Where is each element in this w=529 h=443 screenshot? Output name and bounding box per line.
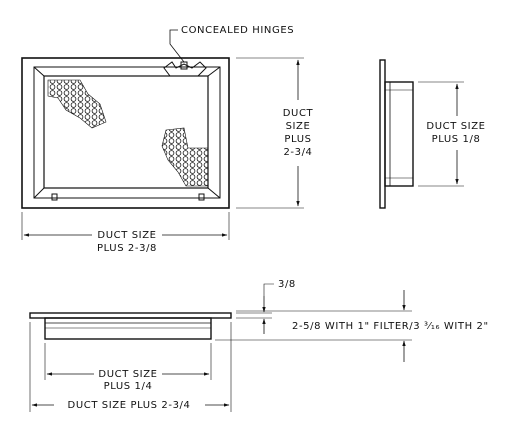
front-height-label-2: SIZE — [286, 121, 311, 132]
inner-width-label-1: DUCT SIZE — [98, 369, 157, 380]
depth-dimension: 2-5/8 WITH 1" FILTER/3 ³⁄₁₆ WITH 2" — [215, 290, 489, 362]
side-view — [379, 59, 414, 209]
flange-dimension: 3/8 — [236, 279, 296, 334]
latch-right — [198, 193, 205, 201]
front-outer-frame — [21, 57, 230, 209]
top-view — [29, 312, 232, 340]
side-height-label-1: DUCT SIZE — [426, 121, 485, 132]
front-view — [21, 57, 230, 209]
inner-width-label-2: PLUS 1/4 — [104, 381, 153, 392]
front-opening — [43, 75, 209, 189]
outer-width-label: DUCT SIZE PLUS 2-3/4 — [68, 400, 191, 411]
top-inner-width-dimension: DUCT SIZE PLUS 1/4 — [44, 343, 212, 392]
front-height-label-4: 2-3/4 — [283, 147, 312, 158]
front-height-label-3: PLUS — [284, 134, 311, 145]
hinges-leader — [169, 29, 185, 63]
side-flange — [379, 59, 386, 209]
front-corner-br — [207, 187, 221, 199]
hinge-bracket — [163, 61, 207, 77]
front-width-label-1: DUCT SIZE — [97, 230, 156, 241]
front-corner-tr — [207, 66, 221, 77]
front-frame-bevel — [33, 66, 221, 199]
front-corner-tl — [33, 66, 45, 77]
side-height-dimension: DUCT SIZE PLUS 1/8 — [418, 81, 485, 187]
mesh-patch-upper — [47, 79, 107, 129]
flange-label: 3/8 — [278, 279, 296, 290]
front-width-dimension: DUCT SIZE PLUS 2-3/8 — [21, 212, 230, 254]
side-body — [384, 81, 414, 187]
front-height-dimension: DUCT SIZE PLUS 2-3/4 — [236, 57, 314, 209]
front-width-label-2: PLUS 2-3/8 — [97, 243, 157, 254]
front-height-label-1: DUCT — [283, 108, 314, 119]
top-outer-width-dimension: DUCT SIZE PLUS 2-3/4 — [29, 322, 232, 412]
latch-left — [51, 193, 58, 201]
mesh-patch-lower — [161, 127, 209, 187]
hinges-label: CONCEALED HINGES — [181, 25, 294, 36]
top-body — [44, 317, 212, 340]
top-flange — [29, 312, 232, 319]
side-height-label-2: PLUS 1/8 — [432, 134, 481, 145]
depth-label: 2-5/8 WITH 1" FILTER/3 ³⁄₁₆ WITH 2" — [292, 321, 489, 332]
hinges-callout: CONCEALED HINGES — [169, 25, 294, 63]
front-corner-bl — [33, 187, 45, 199]
